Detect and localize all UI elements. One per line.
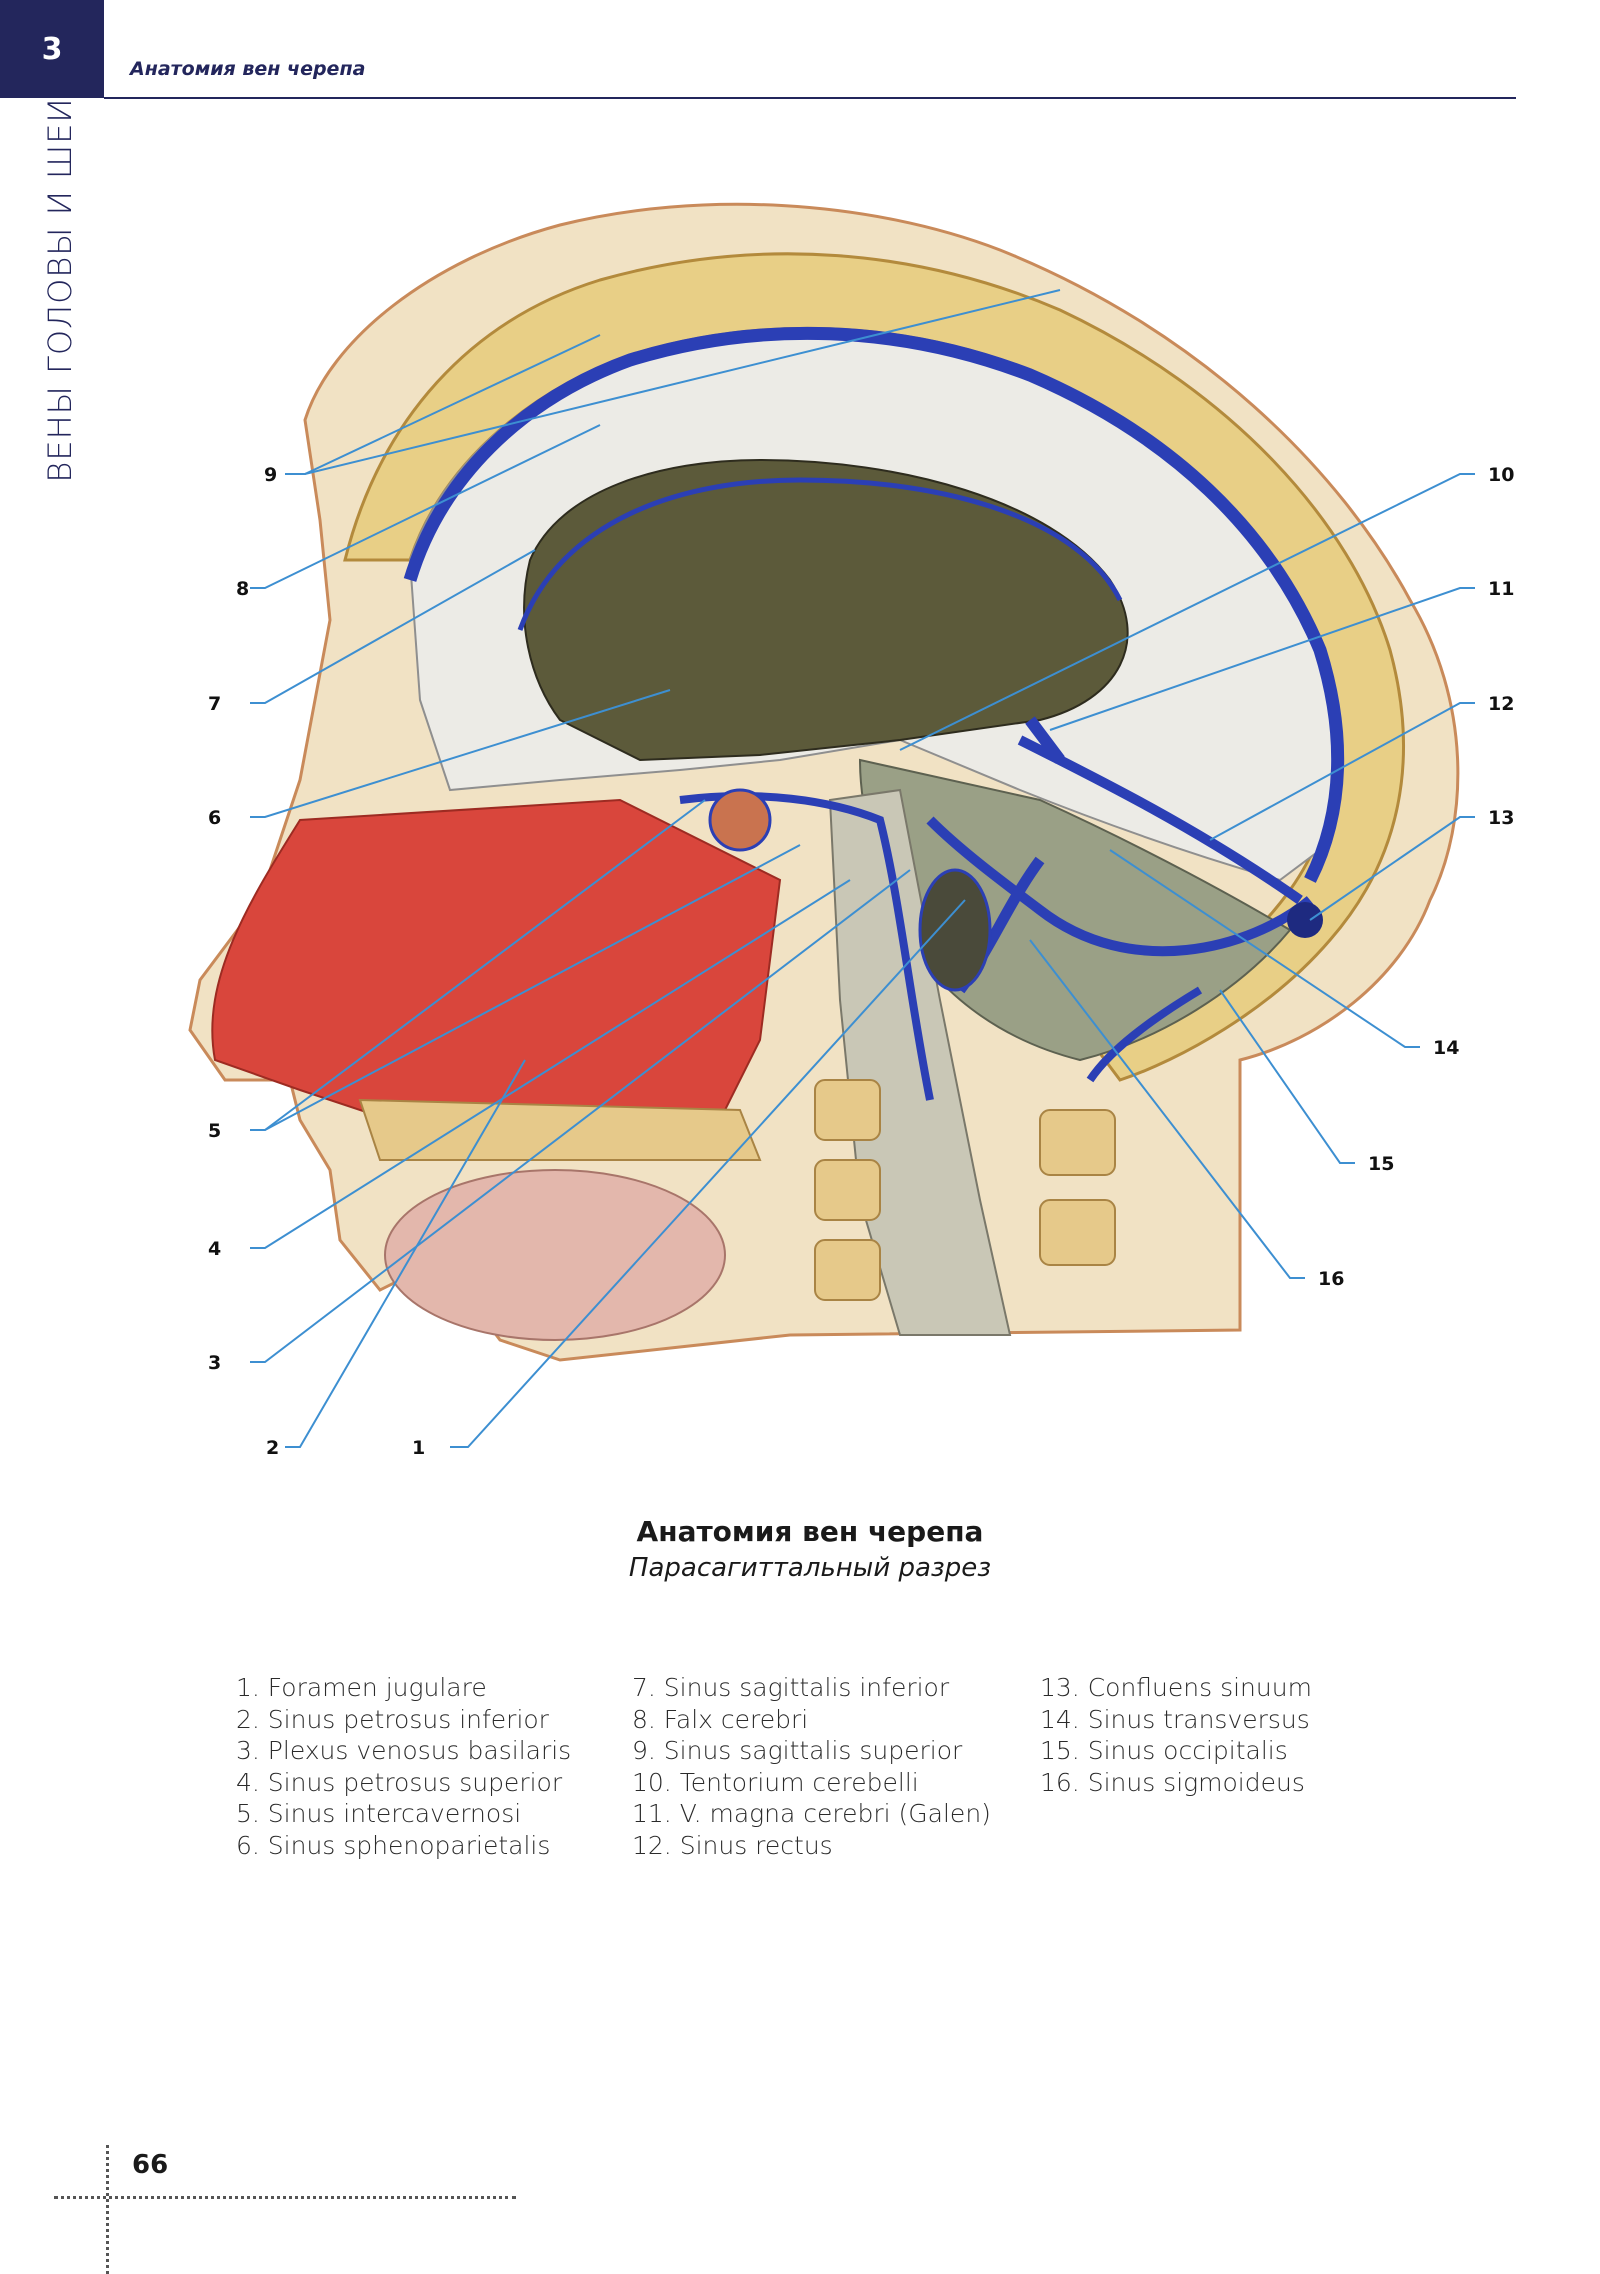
vertebra-2 — [814, 1159, 881, 1221]
leader-lines — [250, 289, 1475, 1448]
sinus-sagittalis-inferior-vein — [517, 477, 1123, 631]
tongue — [384, 1169, 726, 1341]
legend-item: 4. Sinus petrosus superior — [236, 1767, 563, 1797]
callout-6: 6 — [208, 807, 221, 829]
figure-caption-subtitle: Парасагиттальный разрез — [628, 1553, 992, 1583]
confluens-sinuum-vein — [1287, 902, 1323, 938]
header-rule — [104, 97, 1516, 99]
foramen-jugulare-ring — [918, 868, 992, 992]
callout-10: 10 — [1488, 464, 1514, 486]
callout-2: 2 — [266, 1437, 279, 1459]
legend-item: 3. Plexus venosus basilaris — [236, 1736, 572, 1765]
legend-item: 1. Foramen jugulare — [236, 1673, 487, 1702]
pituitary-region — [708, 788, 772, 852]
callout-3: 3 — [208, 1352, 221, 1374]
head-sagittal-section-illustration: 1 2 3 4 5 6 7 8 9 10 11 12 13 14 15 16 — [188, 202, 1514, 1459]
figure-caption-title: Анатомия вен черепа — [636, 1515, 984, 1548]
legend-item: 2. Sinus petrosus inferior — [236, 1704, 549, 1734]
legend-item: 9. Sinus sagittalis superior — [632, 1736, 963, 1765]
nasal-cavity — [211, 798, 782, 1162]
legend-item: 8. Falx cerebri — [632, 1704, 809, 1734]
page-number: 66 — [132, 2150, 169, 2180]
footer-dotted-rule-vertical — [106, 2145, 109, 2274]
legend-item: 13. Confluens sinuum — [1040, 1673, 1312, 1702]
vertebra-1 — [814, 1079, 881, 1141]
v-magna-cerebri-vein — [1025, 716, 1065, 764]
callout-8: 8 — [236, 578, 249, 600]
legend-column-3: 13. Confluens sinuum 14. Sinus transvers… — [1040, 1672, 1312, 1798]
legend-item: 11. V. magna cerebri (Galen) — [632, 1799, 991, 1828]
callout-1: 1 — [412, 1437, 425, 1459]
legend-item: 15. Sinus occipitalis — [1040, 1736, 1288, 1765]
callout-7: 7 — [208, 693, 221, 715]
legend-item: 10. Tentorium cerebelli — [632, 1767, 919, 1797]
sinus-sagittalis-superior-vein — [403, 326, 1345, 883]
callout-15: 15 — [1368, 1153, 1394, 1175]
callout-5: 5 — [208, 1120, 221, 1142]
sinus-transversus-vein — [926, 816, 1314, 957]
legend-column-1: 1. Foramen jugulare 2. Sinus petrosus in… — [236, 1672, 571, 1861]
callout-13: 13 — [1488, 807, 1514, 829]
vertebra-5 — [1039, 1199, 1116, 1266]
vertebra-4 — [1039, 1109, 1116, 1176]
legend-item: 12. Sinus rectus — [632, 1830, 833, 1860]
legend-item: 14. Sinus transversus — [1040, 1704, 1310, 1734]
callout-12: 12 — [1488, 693, 1514, 715]
legend-item: 16. Sinus sigmoideus — [1040, 1767, 1305, 1797]
callout-4: 4 — [208, 1238, 221, 1260]
callout-14: 14 — [1433, 1037, 1459, 1059]
sinus-occipitalis-vein — [1086, 986, 1203, 1083]
legend-item: 7. Sinus sagittalis inferior — [632, 1673, 950, 1702]
chapter-number-badge: 3 — [0, 0, 104, 98]
vertebra-3 — [814, 1239, 881, 1301]
legend-item: 5. Sinus intercavernosi — [236, 1799, 522, 1828]
hard-palate — [358, 1098, 762, 1161]
callout-16: 16 — [1318, 1268, 1344, 1290]
legend-item: 6. Sinus sphenoparietalis — [236, 1830, 551, 1860]
footer-dotted-rule-horizontal — [54, 2196, 516, 2199]
legend-column-2: 7. Sinus sagittalis inferior 8. Falx cer… — [632, 1672, 991, 1861]
callout-9: 9 — [264, 464, 277, 486]
callout-11: 11 — [1488, 578, 1514, 600]
running-header-title: Анатомия вен черепа — [130, 58, 366, 80]
